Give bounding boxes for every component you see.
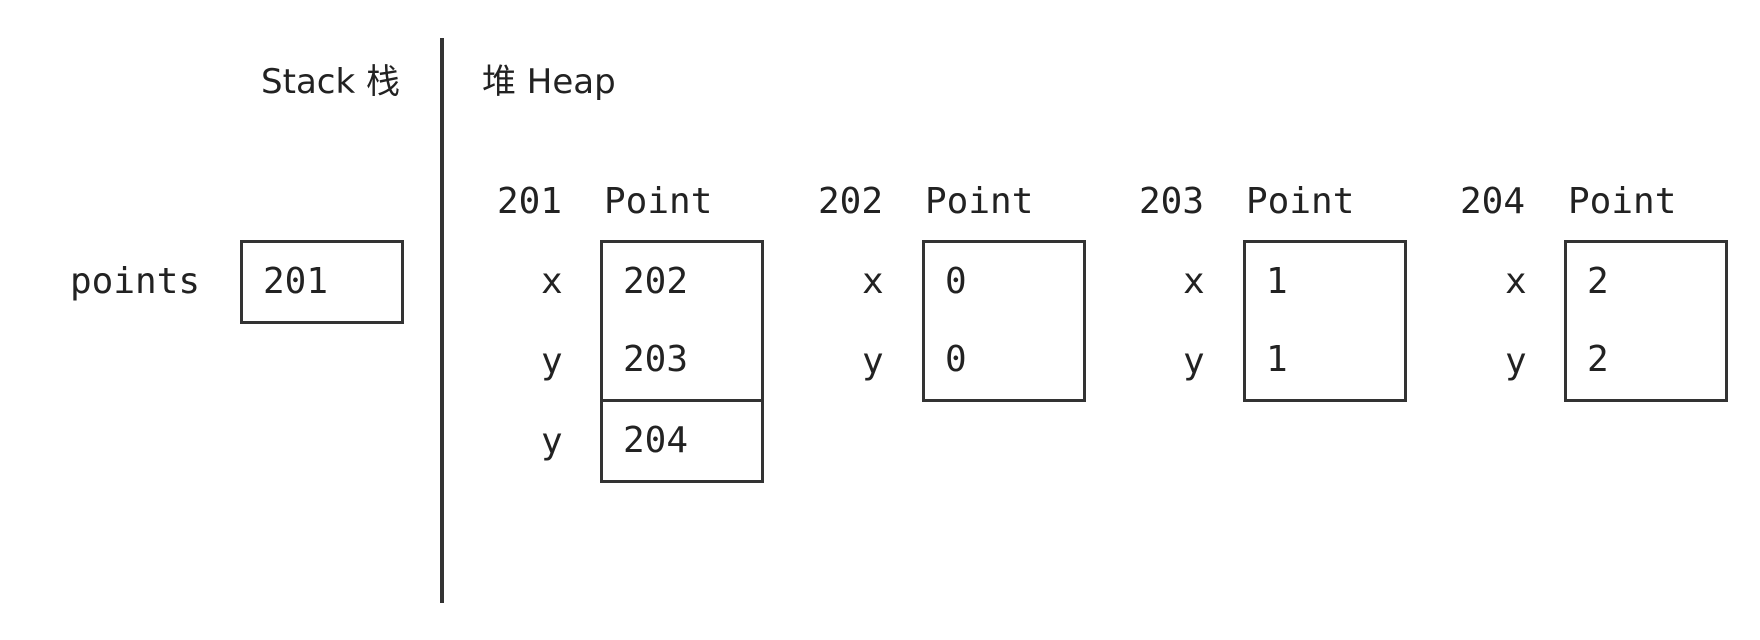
field-value-box: 2 [1564, 240, 1728, 324]
field-value-box: 1 [1243, 240, 1407, 324]
field-value: 203 [623, 339, 689, 380]
field-name: x [1505, 261, 1527, 302]
stack-var-value-box: 201 [240, 240, 404, 324]
heap-object-address: 203 [1139, 181, 1205, 222]
heap-section-label: 堆 Heap [482, 62, 616, 102]
heap-object-address: 202 [818, 181, 884, 222]
heap-object-type: Point [1246, 181, 1355, 222]
field-value-box: 1 [1243, 321, 1407, 402]
field-value: 204 [623, 420, 689, 461]
field-name: y [1183, 341, 1205, 382]
heap-object-address: 204 [1460, 181, 1526, 222]
field-value: 202 [623, 261, 689, 302]
stack-section-label: Stack 栈 [261, 62, 400, 102]
stack-var-name: points [70, 261, 201, 302]
field-value: 2 [1587, 339, 1609, 380]
field-value: 0 [945, 339, 967, 380]
field-value-box: 202 [600, 240, 764, 324]
heap-object-type: Point [604, 181, 713, 222]
stack-heap-divider [440, 38, 444, 603]
field-value: 0 [945, 261, 967, 302]
field-name: x [862, 261, 884, 302]
field-value-box: 0 [922, 240, 1086, 324]
heap-object-type: Point [1568, 181, 1677, 222]
field-name: x [541, 261, 563, 302]
field-name: y [862, 341, 884, 382]
field-name: y [541, 421, 563, 462]
heap-object-address: 201 [497, 181, 563, 222]
field-value-box: 2 [1564, 321, 1728, 402]
stack-var-value: 201 [263, 261, 329, 302]
field-name: x [1183, 261, 1205, 302]
field-name: y [1505, 341, 1527, 382]
field-value: 1 [1266, 261, 1288, 302]
field-value-box: 203 [600, 321, 764, 402]
field-value: 2 [1587, 261, 1609, 302]
field-value-box: 204 [600, 402, 764, 483]
field-value-box: 0 [922, 321, 1086, 402]
heap-object-type: Point [925, 181, 1034, 222]
field-name: y [541, 341, 563, 382]
field-value: 1 [1266, 339, 1288, 380]
